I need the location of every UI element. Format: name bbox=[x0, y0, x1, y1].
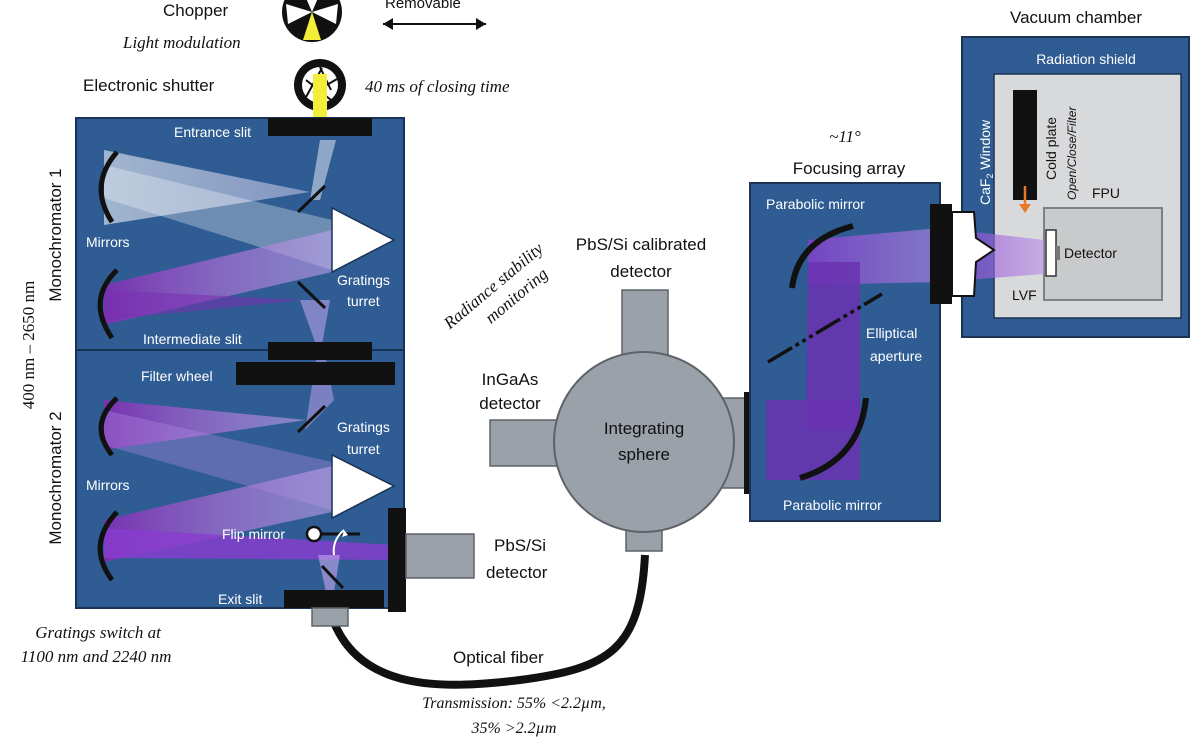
chopper-wheel bbox=[282, 0, 342, 42]
caf2-sub: 2 bbox=[985, 174, 995, 179]
gratings-label-1a: Gratings bbox=[337, 272, 390, 288]
elliptical-label-1: Elliptical bbox=[866, 325, 917, 341]
fpu-label: FPU bbox=[1092, 185, 1120, 201]
chopper-label: Chopper bbox=[163, 1, 229, 20]
gratings-turret-2 bbox=[331, 453, 396, 520]
mono1-mirrors bbox=[97, 150, 119, 340]
parabolic-mirror-top-label: Parabolic mirror bbox=[766, 196, 865, 212]
flip-mirror-label: Flip mirror bbox=[222, 526, 285, 542]
mono1-beam-return bbox=[104, 290, 305, 320]
shutter-label: Electronic shutter bbox=[83, 76, 215, 95]
intermediate-slit-label: Intermediate slit bbox=[143, 331, 242, 347]
fold-mirrors bbox=[296, 184, 345, 590]
electronic-shutter bbox=[294, 59, 346, 128]
detector-element bbox=[1056, 246, 1060, 260]
detector-label: Detector bbox=[1064, 245, 1117, 261]
mono1-beam-upper bbox=[104, 150, 310, 225]
entrance-beam bbox=[310, 140, 336, 200]
wavelength-range-label: 400 nm – 2650 nm bbox=[19, 281, 38, 409]
gratings-label-2b: turret bbox=[347, 441, 380, 457]
pbs-si-exit-label-1: PbS/Si bbox=[494, 536, 546, 555]
parabolic-mirror-bottom-label: Parabolic mirror bbox=[783, 497, 882, 513]
switch-note-1: Gratings switch at bbox=[35, 623, 162, 642]
optical-fiber bbox=[329, 554, 649, 689]
cold-plate-modes: Open/Close/Filter bbox=[1065, 106, 1079, 200]
svg-text:CaF2 Window: CaF2 Window bbox=[977, 119, 995, 205]
lvf-filter bbox=[1045, 229, 1057, 277]
mono1-label: Monochromator 1 bbox=[46, 168, 65, 301]
pbs-si-calibrated-label-2: detector bbox=[610, 262, 672, 281]
caf2-text: CaF bbox=[977, 179, 993, 205]
caf2-suffix: Window bbox=[977, 119, 993, 174]
exit-slit bbox=[284, 590, 384, 608]
transmission-note-2: 35% >2.2µm bbox=[471, 720, 557, 737]
entrance-slit-label: Entrance slit bbox=[174, 124, 251, 140]
intermediate-beam bbox=[300, 300, 330, 345]
fiber-label: Optical fiber bbox=[453, 648, 544, 667]
filter-wheel bbox=[236, 362, 395, 385]
elliptical-label-2: aperture bbox=[870, 348, 922, 364]
sphere-label-1: Integrating bbox=[604, 419, 684, 438]
mirrors-label-2: Mirrors bbox=[86, 477, 130, 493]
switch-note-2: 1100 nm and 2240 nm bbox=[21, 647, 172, 666]
gratings-label-1b: turret bbox=[347, 293, 380, 309]
mono2-label: Monochromator 2 bbox=[46, 411, 65, 544]
exit-slit-label: Exit slit bbox=[218, 591, 262, 607]
angle-note: ~11° bbox=[829, 127, 861, 146]
focusing-array-title: Focusing array bbox=[793, 159, 906, 178]
mirrors-label-1: Mirrors bbox=[86, 234, 130, 250]
focus-beam-bottom bbox=[766, 400, 860, 480]
filter-wheel-label: Filter wheel bbox=[141, 368, 213, 384]
chopper-note: Light modulation bbox=[122, 33, 241, 52]
gratings-turret-1 bbox=[331, 206, 396, 274]
sphere-label-2: sphere bbox=[618, 445, 670, 464]
cold-plate bbox=[1013, 90, 1037, 200]
intermediate-slit bbox=[268, 342, 372, 360]
shutter-note: 40 ms of closing time bbox=[365, 77, 510, 96]
radiation-shield-label: Radiation shield bbox=[1036, 51, 1136, 67]
exit-port-plate bbox=[388, 508, 406, 612]
pbs-si-exit-label-2: detector bbox=[486, 563, 548, 582]
vacuum-chamber-title: Vacuum chamber bbox=[1010, 8, 1142, 27]
gratings-label-2a: Gratings bbox=[337, 419, 390, 435]
removable-label: Removable bbox=[385, 0, 461, 12]
pbs-si-exit-detector bbox=[405, 533, 475, 579]
cold-plate-arrow bbox=[1019, 186, 1031, 213]
focus-beam-vertical bbox=[806, 262, 860, 430]
exit-beam bbox=[104, 528, 394, 560]
elliptical-aperture bbox=[767, 292, 883, 364]
transmission-note-1: Transmission: 55% <2.2µm, bbox=[422, 695, 606, 712]
pbs-si-calibrated-label-1: PbS/Si calibrated bbox=[576, 235, 706, 254]
caf2-window-label: CaF2 Window bbox=[977, 119, 995, 205]
mono2-mirrors bbox=[97, 396, 119, 582]
mono2-beam-upper bbox=[104, 400, 306, 450]
cold-plate-label: Cold plate bbox=[1043, 117, 1059, 180]
parabolic-mirrors bbox=[789, 223, 869, 481]
ingaas-label-1: InGaAs bbox=[482, 370, 539, 389]
caf2-window bbox=[930, 204, 996, 304]
removable-arrow bbox=[383, 18, 486, 30]
fiber-connector-monochromator bbox=[311, 607, 349, 627]
flip-mirror bbox=[305, 525, 360, 556]
ingaas-label-2: detector bbox=[479, 394, 541, 413]
entrance-slit bbox=[268, 118, 372, 136]
lvf-label: LVF bbox=[1012, 287, 1037, 303]
